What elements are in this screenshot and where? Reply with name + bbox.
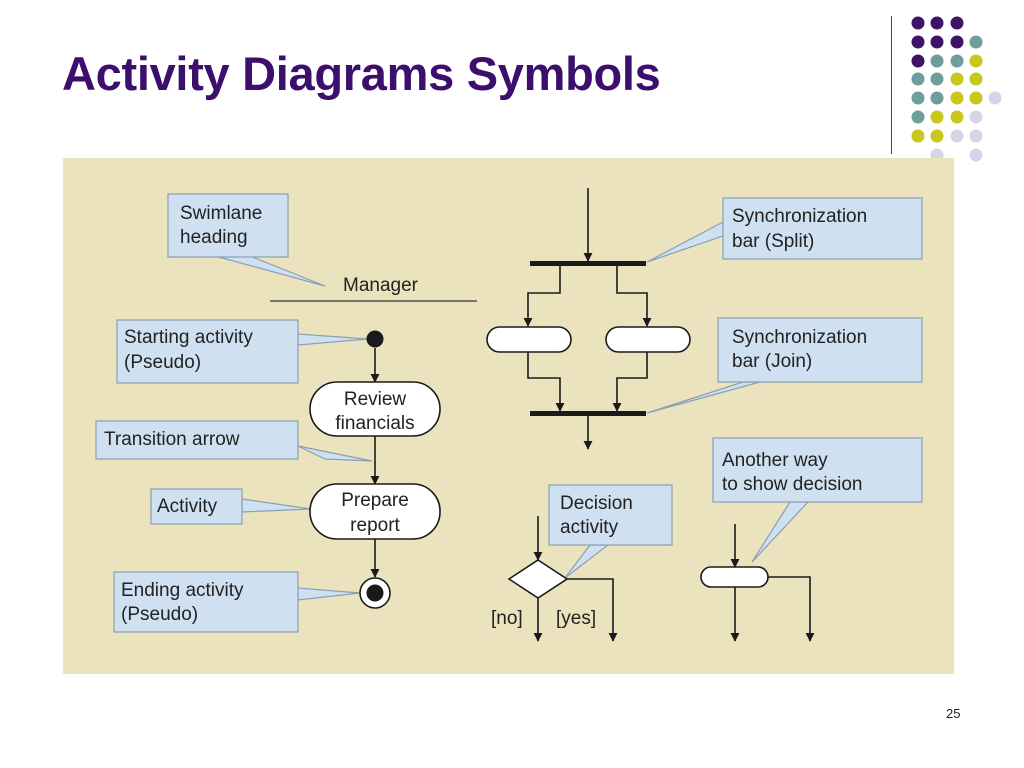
parallel-activity-right <box>605 326 691 353</box>
join-right-branch <box>612 352 648 412</box>
svg-text:Transition arrow: Transition arrow <box>104 429 240 450</box>
svg-text:bar (Join): bar (Join) <box>732 351 812 372</box>
activity-callout: Activity <box>150 488 243 525</box>
join-left-branch <box>527 352 565 412</box>
svg-text:Synchronization: Synchronization <box>732 206 867 227</box>
svg-text:Review: Review <box>344 389 407 410</box>
join-bar <box>530 411 646 416</box>
svg-text:Swimlane: Swimlane <box>180 203 262 224</box>
page-number: 25 <box>946 706 961 721</box>
decision-activity-callout: Decision activity <box>548 484 673 546</box>
svg-text:activity: activity <box>560 517 619 538</box>
activity-review-financials: Review financials <box>309 381 441 437</box>
svg-text:to show decision: to show decision <box>722 474 862 495</box>
activity-prepare-report: Prepare report <box>309 483 441 540</box>
start-node <box>366 330 384 348</box>
prepare-line-1: Prepare <box>341 490 409 511</box>
swimlane-name: Manager <box>343 275 419 296</box>
svg-text:(Pseudo): (Pseudo) <box>124 352 201 373</box>
svg-text:report: report <box>350 515 400 536</box>
svg-text:Decision: Decision <box>560 493 633 514</box>
join-callout-line-2: bar (Join) <box>732 351 812 372</box>
activity-callout-label: Activity <box>157 496 218 517</box>
activity-diagram-figure: Swimlane heading Starting activity (Pseu… <box>63 158 954 674</box>
svg-text:Activity: Activity <box>157 496 218 517</box>
svg-text:Another way: Another way <box>722 450 828 471</box>
review-line-2: financials <box>335 413 414 434</box>
alt-decision-callout-line-2: to show decision <box>722 474 862 495</box>
split-callout-line-2: bar (Split) <box>732 231 814 252</box>
svg-text:bar (Split): bar (Split) <box>732 231 814 252</box>
transition-callout-pointer <box>297 445 373 462</box>
end-node <box>359 577 391 609</box>
end-callout-line-2: (Pseudo) <box>121 604 198 625</box>
decision-callout-line-1: Decision <box>560 493 633 514</box>
swimlane-heading-callout: Swimlane heading <box>167 193 289 258</box>
title-divider <box>891 16 892 154</box>
end-callout-line-1: Ending activity <box>121 580 244 601</box>
swimlane-callout-line-2: heading <box>180 227 248 248</box>
split-right-branch <box>616 266 652 327</box>
prepare-line-2: report <box>350 515 400 536</box>
svg-text:Manager: Manager <box>343 275 419 296</box>
svg-text:Starting activity: Starting activity <box>124 327 253 348</box>
alt-decision-callout-line-1: Another way <box>722 450 828 471</box>
split-bar-callout: Synchronization bar (Split) <box>722 197 923 260</box>
slide-title: Activity Diagrams Symbols <box>62 47 661 100</box>
svg-text:Synchronization: Synchronization <box>732 327 867 348</box>
alt-decision-right-arrow <box>768 576 815 642</box>
svg-text:financials: financials <box>335 413 414 434</box>
join-bar-callout: Synchronization bar (Join) <box>717 317 923 383</box>
split-callout-line-1: Synchronization <box>732 206 867 227</box>
guard-yes-label: [yes] <box>556 608 596 629</box>
alt-decision-node <box>700 566 769 588</box>
join-callout-line-1: Synchronization <box>732 327 867 348</box>
swimlane-callout-line-1: Swimlane <box>180 203 262 224</box>
starting-activity-callout: Starting activity (Pseudo) <box>116 319 299 384</box>
start-callout-line-1: Starting activity <box>124 327 253 348</box>
guard-no-label: [no] <box>491 608 523 629</box>
svg-text:Ending activity: Ending activity <box>121 580 244 601</box>
start-callout-line-2: (Pseudo) <box>124 352 201 373</box>
decision-callout-line-2: activity <box>560 517 619 538</box>
svg-text:Prepare: Prepare <box>341 490 409 511</box>
alt-decision-callout: Another way to show decision <box>712 437 923 503</box>
transition-arrow-callout: Transition arrow <box>95 420 299 460</box>
transition-callout-label: Transition arrow <box>104 429 240 450</box>
parallel-activity-left <box>486 326 572 353</box>
review-line-1: Review <box>344 389 407 410</box>
split-left-branch <box>523 266 561 327</box>
swimlane-heading: Manager <box>270 275 477 302</box>
svg-text:(Pseudo): (Pseudo) <box>121 604 198 625</box>
svg-text:heading: heading <box>180 227 248 248</box>
split-bar <box>530 261 646 266</box>
ending-activity-callout: Ending activity (Pseudo) <box>113 571 299 633</box>
decision-yes-arrow <box>567 578 618 642</box>
